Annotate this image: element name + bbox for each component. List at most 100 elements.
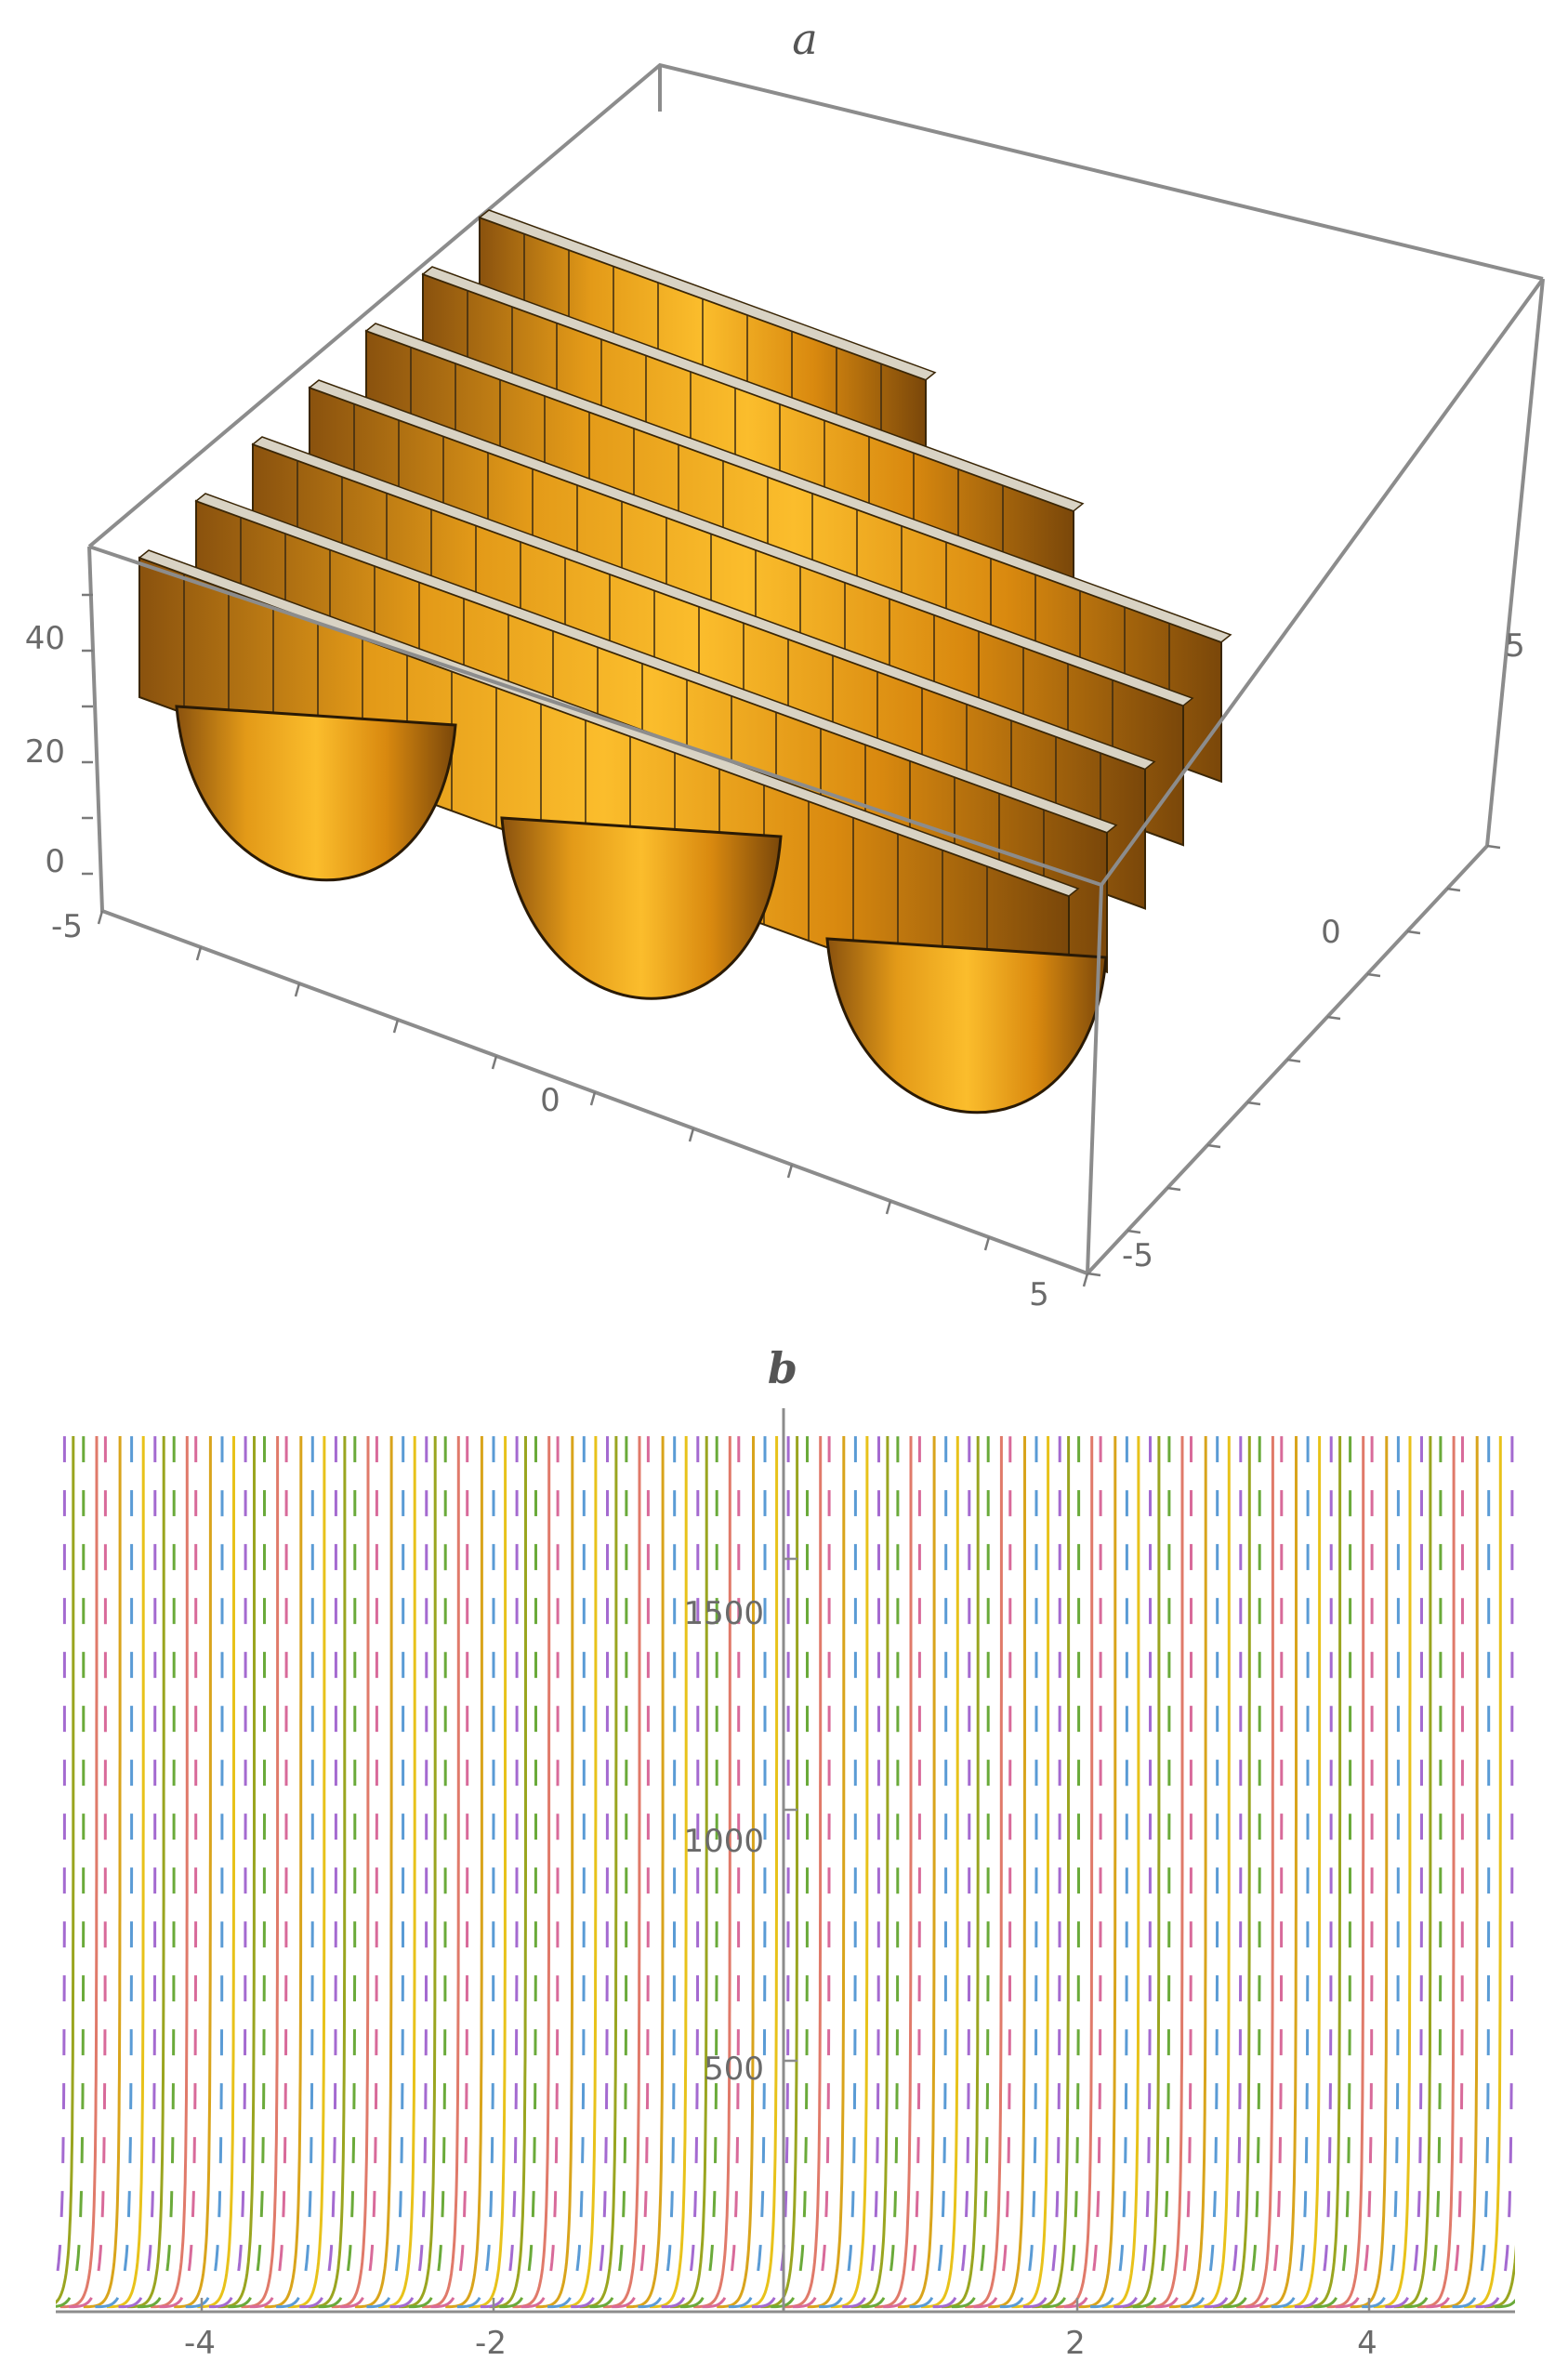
series-5-branch [547, 1436, 586, 2309]
y-axis-tick [1326, 1015, 1341, 1021]
y-axis-tick [1286, 1058, 1301, 1063]
panel-a-title: a [792, 14, 817, 64]
series-4-branch [1426, 1436, 1464, 2309]
series-7-branch [771, 1436, 810, 2309]
x-axis-tick [1082, 1273, 1089, 1287]
series-1-branch [445, 1436, 483, 2309]
series-1-branch [1078, 1436, 1117, 2309]
series-3-branch [1393, 1436, 1432, 2309]
series-4-branch [792, 1436, 831, 2309]
series-6-branch [118, 1436, 157, 2309]
ridge-top-2 [251, 436, 1156, 771]
x-tick-neg5: -5 [51, 908, 83, 945]
series-6-branch [842, 1436, 880, 2309]
y-axis-tick [1127, 1229, 1141, 1234]
series-2-branch [830, 1436, 869, 2309]
series-7-branch [318, 1436, 357, 2309]
series-3-branch [670, 1436, 708, 2309]
series-7-branch [499, 1436, 537, 2309]
series-2-branch [1464, 1436, 1502, 2309]
series-4-branch [702, 1436, 741, 2309]
series-3-branch [579, 1436, 618, 2309]
series-1-branch [535, 1436, 574, 2309]
series-4-branch [612, 1436, 650, 2309]
series-4-branch [1154, 1436, 1192, 2309]
series-1-branch [717, 1436, 755, 2309]
series-7-branch [1495, 2298, 1515, 2309]
series-2-branch [17, 1408, 53, 2307]
ridge-top-4 [364, 323, 1232, 643]
series-7-branch [1042, 1436, 1081, 2309]
x-tick-5: 5 [1029, 1276, 1049, 1313]
series-3-branch [399, 1436, 437, 2309]
ridge-top-3 [308, 379, 1194, 707]
y-axis-tick [1087, 1272, 1101, 1277]
series-6-branch [208, 1436, 247, 2309]
series-7-branch [137, 1436, 176, 2309]
series-4-branch [159, 1436, 198, 2309]
series-4-branch [430, 1436, 469, 2309]
series-7-branch [408, 1436, 447, 2309]
series-4-branch [1335, 1436, 1374, 2309]
series-2-branch [1373, 1436, 1412, 2309]
ridge-top-0 [138, 549, 1080, 897]
series-lines [17, 1408, 1515, 2309]
well-front-0 [175, 705, 457, 882]
surface [138, 209, 1232, 1115]
series-4-branch [69, 1436, 107, 2309]
series-0-branch [512, 1436, 551, 2309]
series-2-branch [287, 1436, 326, 2309]
x-axis-tick [885, 1200, 892, 1215]
series-3-branch [56, 1436, 75, 2304]
series-7-branch [1223, 1436, 1261, 2309]
y-tick-1500: 1500 [683, 1595, 764, 1632]
series-6-branch [1385, 1436, 1423, 2309]
series-3-branch [489, 1436, 527, 2309]
series-0-branch [874, 1436, 913, 2309]
series-1-branch [354, 1436, 393, 2309]
y-tick-1000: 1000 [683, 1823, 764, 1860]
y-axis-tick [1206, 1143, 1221, 1149]
series-4-branch [883, 1436, 921, 2309]
series-0-branch [151, 1436, 189, 2309]
series-1-branch [1168, 1436, 1207, 2309]
series-4-branch [1063, 1436, 1102, 2309]
series-0-branch [241, 1436, 280, 2309]
series-3-branch [217, 1436, 256, 2309]
x-axis-tick [786, 1164, 794, 1179]
series-5-branch [1271, 1436, 1310, 2309]
series-2-branch [650, 1436, 688, 2309]
series-1-branch [264, 1436, 303, 2309]
series-0-branch [602, 1436, 641, 2309]
series-3-branch [942, 1436, 980, 2309]
series-5-branch [276, 1436, 314, 2309]
y-axis-tick [1406, 930, 1421, 935]
series-2-branch [197, 1436, 235, 2309]
series-1-branch [1350, 1436, 1389, 2309]
x-tick-0: 0 [540, 1082, 560, 1119]
series-6-branch [751, 1436, 790, 2309]
panel-b-tick-labels: -4 -2 2 4 500 1000 1500 [184, 1595, 1377, 2361]
series-3-branch [850, 1436, 889, 2309]
series-2-branch [559, 1436, 598, 2309]
series-7-branch [1132, 1436, 1171, 2309]
x-axis-tick [983, 1236, 991, 1251]
series-5-branch [1180, 1436, 1219, 2309]
series-1-branch [897, 1436, 936, 2309]
panel-a-axes [82, 593, 1501, 1287]
y-tick-5: 5 [1505, 627, 1525, 665]
x-axis-tick [392, 1019, 400, 1034]
series-2-branch [1192, 1436, 1231, 2309]
series-2-branch [1011, 1436, 1050, 2309]
series-6-branch [389, 1436, 428, 2309]
z-tick-0: 0 [45, 843, 65, 880]
z-tick-40: 40 [25, 620, 65, 657]
series-5-branch [909, 1436, 948, 2309]
series-5-branch [638, 1436, 677, 2309]
y-axis-tick [1486, 844, 1501, 850]
series-1-branch [626, 1436, 665, 2309]
bounding-box-back [87, 62, 1544, 548]
series-7-branch [228, 1436, 266, 2309]
y-tick-500: 500 [704, 2051, 764, 2088]
